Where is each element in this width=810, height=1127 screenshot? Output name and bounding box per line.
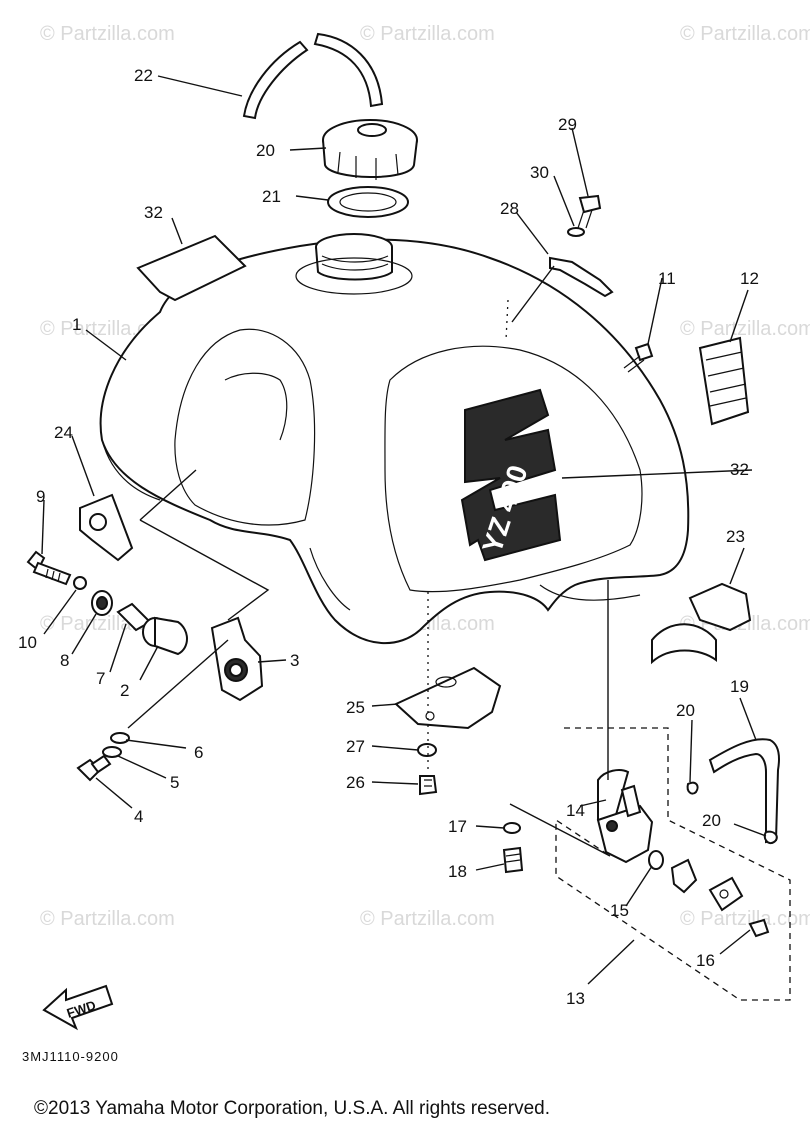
part-label-19: 19 — [730, 677, 749, 696]
part-label-3: 3 — [290, 651, 299, 670]
part-label-9: 9 — [36, 487, 45, 506]
part-label-27: 26 — [346, 773, 365, 792]
bracket-29 — [549, 256, 614, 298]
part-label-2: 2 — [120, 681, 129, 700]
part-label-24: 23 — [726, 527, 745, 546]
watermark-text: © Partzilla.com — [360, 23, 495, 45]
part-label-1: 1 — [72, 315, 81, 334]
bracket-3 — [210, 616, 264, 702]
watermark-text: © Partzilla.com — [680, 23, 810, 45]
bolt-4 — [76, 754, 112, 782]
part-label-18: 18 — [448, 862, 467, 881]
copyright-text: ©2013 Yamaha Motor Corporation, U.S.A. A… — [34, 1098, 550, 1119]
part-label-30: 29 — [558, 115, 577, 134]
watermark-text: © Partzilla.com — [40, 908, 175, 930]
part-label-29: 28 — [500, 199, 519, 218]
part-label-11: 11 — [658, 269, 676, 288]
watermark-text: © Partzilla.com — [680, 318, 810, 340]
part-label-21: 20 — [256, 141, 275, 160]
washer-8 — [91, 590, 113, 616]
plate-26 — [394, 666, 502, 730]
watermark-text: © Partzilla.com — [680, 908, 810, 930]
tank-decal-left — [136, 234, 247, 302]
clip-20-upper — [686, 781, 699, 795]
part-label-14: 14 — [566, 801, 585, 820]
part-labels: 22 20 21 32 1 29 30 28 11 12 32 24 9 10 … — [18, 66, 759, 1008]
part-label-6: 6 — [194, 743, 203, 762]
bolt-9 — [26, 550, 72, 586]
bolt-18 — [502, 846, 524, 874]
part-label-4: 4 — [134, 807, 143, 826]
part-label-12: 12 — [740, 269, 759, 288]
damper-12 — [698, 336, 750, 426]
bracket-24 — [651, 582, 752, 665]
part-label-10: 10 — [18, 633, 37, 652]
part-label-7: 7 — [96, 669, 105, 688]
part-label-16: 16 — [696, 951, 715, 970]
part-label-26: 25 — [346, 698, 365, 717]
part-label-25: 24 — [54, 423, 73, 442]
watermark-text: © Partzilla.com — [360, 908, 495, 930]
part-label-32-top: 32 — [144, 203, 163, 222]
part-label-23: 22 — [134, 66, 153, 85]
part-label-15: 15 — [610, 901, 629, 920]
washer-10 — [73, 576, 87, 590]
part-label-13: 13 — [566, 989, 585, 1008]
washer-28 — [417, 743, 437, 757]
damper-25 — [79, 493, 134, 562]
part-label-31: 30 — [530, 163, 549, 182]
fuel-cap — [322, 119, 418, 180]
washer-31 — [567, 227, 585, 237]
damper-2 — [142, 616, 188, 656]
fuel-tank: YZ 490 — [99, 233, 690, 645]
part-label-17: 17 — [448, 817, 467, 836]
forward-arrow-icon: FWD — [42, 984, 114, 1031]
part-label-32-right: 32 — [730, 460, 749, 479]
diagram-code: 3MJ1110-9200 — [22, 1049, 119, 1064]
part-label-5: 5 — [170, 773, 179, 792]
washer-5 — [102, 746, 122, 758]
bolt-30 — [577, 194, 602, 229]
part-label-22: 21 — [262, 187, 281, 206]
part-label-28: 27 — [346, 737, 365, 756]
cap-gasket — [327, 186, 409, 218]
screw-11 — [623, 342, 654, 373]
watermark-text: © Partzilla.com — [40, 23, 175, 45]
breather-hose — [242, 32, 384, 120]
leader-lines — [41, 75, 767, 985]
part-label-20-lower: 20 — [702, 811, 721, 830]
part-label-8: 8 — [60, 651, 69, 670]
washer-6 — [110, 732, 130, 744]
fuel-cock-assembly — [555, 727, 791, 1001]
washer-17 — [503, 822, 521, 834]
part-label-20-upper: 20 — [676, 701, 695, 720]
bolt-27 — [419, 775, 438, 796]
clip-20-lower — [763, 830, 778, 844]
